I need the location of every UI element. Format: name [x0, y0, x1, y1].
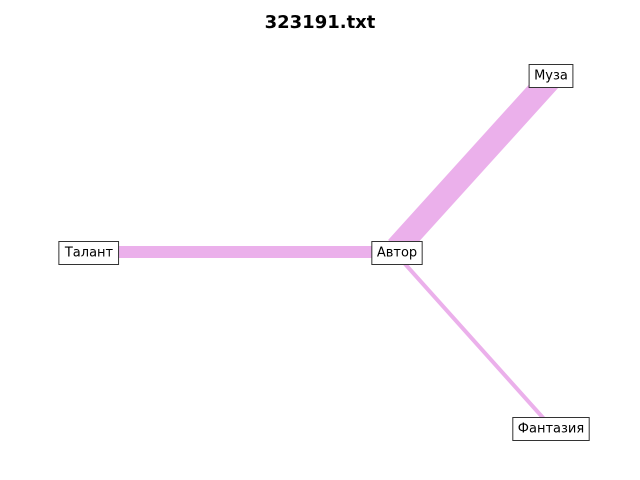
node-talent: Талант — [58, 241, 120, 265]
node-box-fantasy — [512, 417, 590, 441]
node-box-talent — [58, 241, 120, 265]
node-label-fantasy: Фантазия — [518, 422, 584, 437]
node-fantasy: Фантазия — [512, 417, 590, 441]
edge-author-fantasy — [395, 253, 547, 422]
node-box-author — [371, 241, 423, 265]
node-box-muse — [528, 64, 574, 88]
node-label-muse: Муза — [534, 69, 568, 84]
node-muse: Муза — [528, 64, 574, 88]
node-label-author: Автор — [377, 246, 417, 261]
node-author: Автор — [371, 241, 423, 265]
edges-layer — [105, 69, 560, 422]
diagram-title: 323191.txt — [264, 12, 376, 33]
node-label-talent: Талант — [64, 246, 114, 261]
edge-author-muse — [388, 69, 560, 257]
